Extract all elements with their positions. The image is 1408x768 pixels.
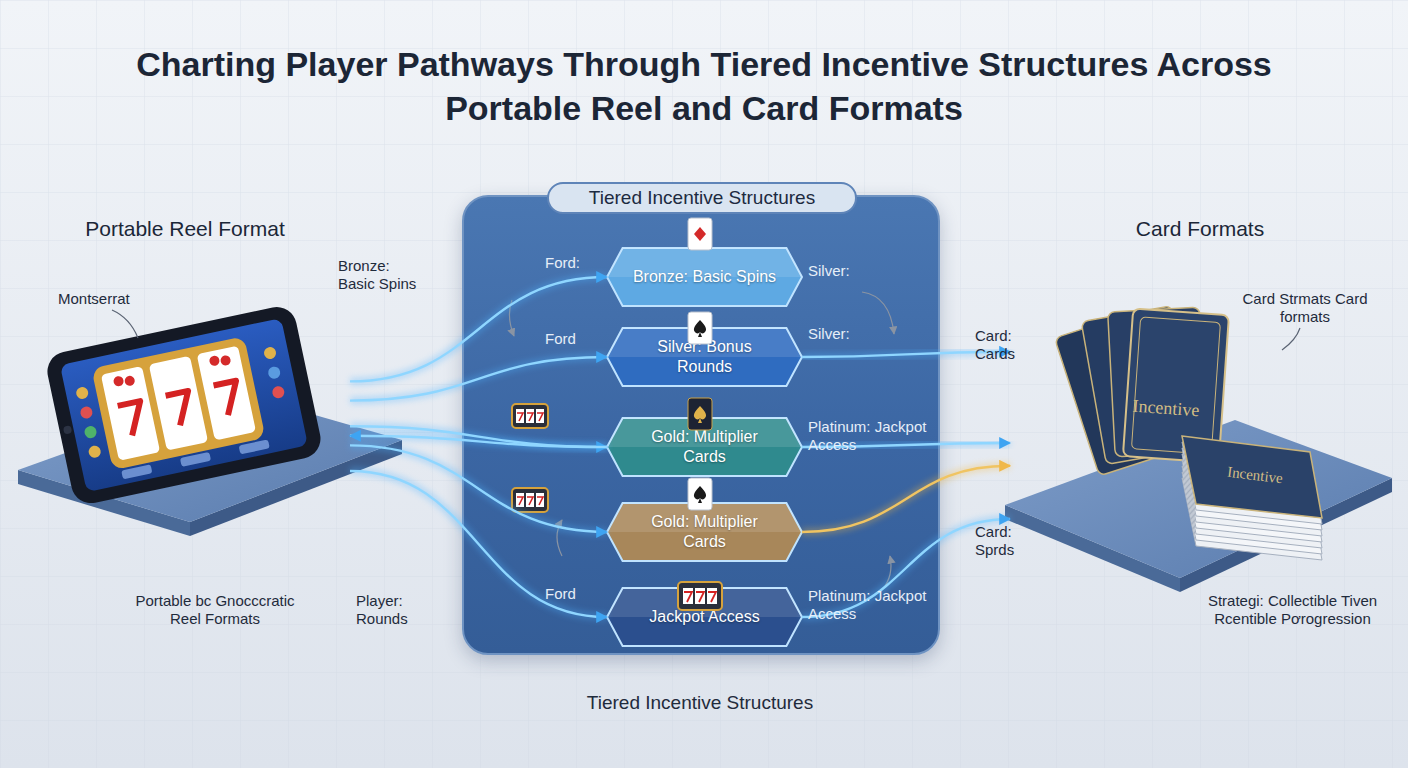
flow-label: Card: Sprds [975, 523, 1025, 559]
reel-format-platform: Portable Reel Format [20, 215, 350, 535]
hexagon-shape [607, 588, 802, 646]
node-heading: Tiered Incentive Structures [547, 182, 857, 214]
flow-label: Platinum: Jackpot Access [808, 587, 933, 623]
caption-label: Portable bc Gnocccratic Reel Formats [120, 592, 310, 628]
hexagon-outline [607, 328, 802, 386]
tier-hexagon: Gold: Multiplier Cards [607, 418, 802, 476]
tier-hexagon: Gold: Multiplier Cards [607, 503, 802, 561]
flow-label: Silver: [808, 325, 878, 343]
callout-label: Montserrat [58, 290, 168, 308]
flow-label: Ford: [545, 254, 595, 272]
flow-label: Ford [545, 585, 595, 603]
hexagon-shape [607, 248, 802, 306]
flow-label: Ford [545, 330, 595, 348]
caption-label: Strategi: Collectible Tiven Rcentible Pơ… [1195, 592, 1390, 628]
leader-line [112, 310, 138, 338]
tier-hexagon: Jackpot Access [607, 588, 802, 646]
tier-hexagon: Silver: Bonus Rounds [607, 328, 802, 386]
hexagon-shape [607, 503, 802, 561]
flow-label: Silver: [808, 262, 878, 280]
flow-label: Platinum: Jackpot Access [808, 418, 933, 454]
node-heading: Card Formats [1010, 215, 1390, 243]
node-heading: Portable Reel Format [20, 215, 350, 243]
right-platform [1005, 420, 1392, 592]
card-stack-illustration [1182, 436, 1322, 560]
tier-label: Silver: Bonus Rounds [645, 337, 765, 377]
hexagon-shape [607, 328, 802, 386]
flow-label: Player: Rounds [356, 592, 426, 628]
tier-label: Jackpot Access [630, 607, 780, 627]
tier-label: Gold: Multiplier Cards [645, 512, 765, 552]
leader-line [1282, 328, 1300, 350]
callout-label: Card Strmats Card formats [1240, 290, 1370, 326]
hexagon-shape [607, 418, 802, 476]
panel-caption: Tiered Incentive Structures [555, 692, 845, 714]
diagram-title: Charting Player Pathways Through Tiered … [124, 42, 1284, 130]
flow-label: Card: Cards [975, 327, 1025, 363]
tier-label: Gold: Multiplier Cards [645, 427, 765, 467]
phone-illustration [44, 303, 324, 506]
hexagon-outline [607, 418, 802, 476]
hexagon-outline [607, 503, 802, 561]
flow-label: Bronze: Basic Spins [338, 257, 428, 293]
tier-label: Bronze: Basic Spins [615, 267, 795, 287]
tier-hexagon: Bronze: Basic Spins [607, 248, 802, 306]
